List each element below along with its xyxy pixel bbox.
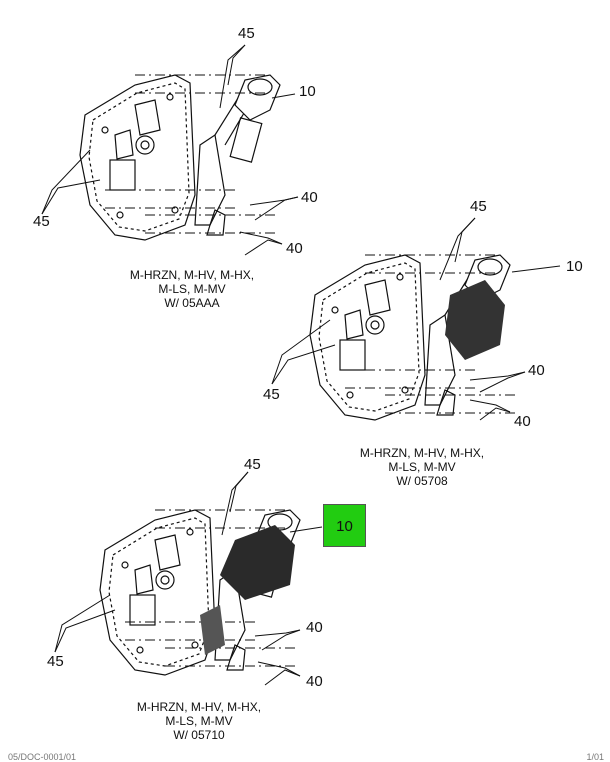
callout-10: 10: [566, 258, 583, 275]
caption-line-3: W/ 05708: [396, 474, 448, 488]
callout-40-upper: 40: [306, 619, 323, 636]
caption-line-1: M-HRZN, M-HV, M-HX,: [136, 700, 262, 714]
figure-1-drawing: [79, 74, 281, 241]
callout-45-top: 45: [238, 25, 255, 42]
callout-40-lower: 40: [306, 673, 323, 690]
caption-line-2: M-LS, M-MV: [165, 714, 233, 728]
footer-right: 1/01: [586, 752, 604, 762]
callout-10: 10: [336, 518, 353, 535]
caption-line-3: W/ 05710: [173, 728, 225, 742]
callout-40-upper: 40: [301, 189, 318, 206]
figure-2-drawing: [309, 254, 516, 421]
footer-left: 05/DOC-0001/01: [8, 752, 77, 762]
caption-line-2: M-LS, M-MV: [388, 460, 456, 474]
figure-3-caption: M-HRZN, M-HV, M-HX, M-LS, M-MV W/ 05710: [114, 700, 284, 742]
callout-40-upper: 40: [528, 362, 545, 379]
highlighted-part-10-box[interactable]: 10: [323, 504, 366, 547]
figure-2-caption: M-HRZN, M-HV, M-HX, M-LS, M-MV W/ 05708: [337, 446, 507, 488]
callout-10: 10: [299, 83, 316, 100]
callout-45-top: 45: [244, 456, 261, 473]
callout-45-left: 45: [47, 653, 64, 670]
figure-2-leaders: [271, 217, 561, 421]
caption-line-3: W/ 05AAA: [164, 296, 220, 310]
figure-1-leaders: [41, 44, 299, 256]
caption-line-1: M-HRZN, M-HV, M-HX,: [129, 268, 255, 282]
caption-line-2: M-LS, M-MV: [158, 282, 226, 296]
figure-3-drawing: [99, 509, 301, 676]
callout-40-lower: 40: [514, 413, 531, 430]
callout-45-top: 45: [470, 198, 487, 215]
callout-45-left: 45: [33, 213, 50, 230]
callout-45-left: 45: [263, 386, 280, 403]
caption-line-1: M-HRZN, M-HV, M-HX,: [359, 446, 485, 460]
callout-40-lower: 40: [286, 240, 303, 257]
figure-1-caption: M-HRZN, M-HV, M-HX, M-LS, M-MV W/ 05AAA: [107, 268, 277, 310]
figure-3-leaders: [54, 471, 323, 686]
